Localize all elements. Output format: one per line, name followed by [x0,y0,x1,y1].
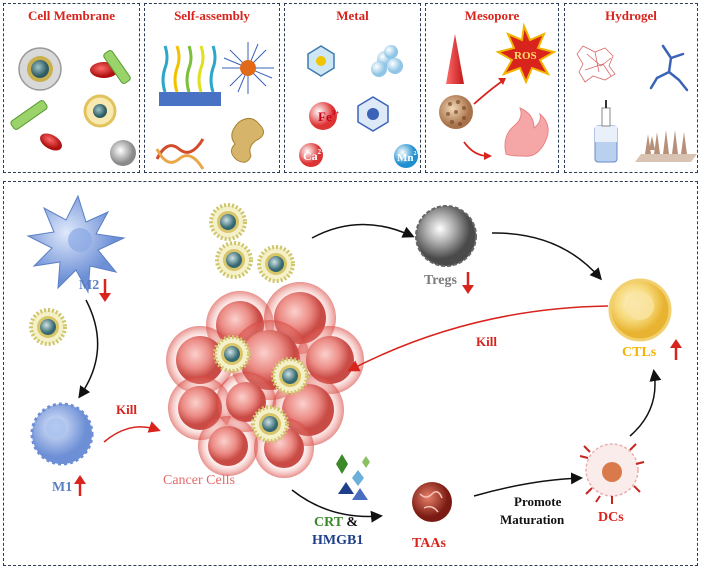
ros-label: ROS [514,50,537,62]
crt-text: CRT [314,515,343,530]
panel-cell-membrane: Cell Membrane [3,3,140,173]
m1-label: M1 [52,480,73,495]
kill-ctl-label: Kill [476,334,497,349]
cell-membrane-illustration [10,47,136,166]
m2-label: M2 [79,278,100,293]
panel-immune-mechanism [3,181,698,566]
panel-hydrogel: Hydrogel [564,3,698,173]
dcs-label: DCs [598,510,624,525]
kill-m1-label: Kill [116,402,137,417]
ca-ion-label: Ca2+ [303,148,325,163]
crt-label: CRT & [314,515,358,531]
panel-title: Mesopore [464,8,520,23]
mesopore-illustration: ROS [439,22,557,160]
cancer-cells-label: Cancer Cells [163,473,235,488]
needle-array-icon [635,130,697,162]
panel-self-assembly: Self-assembly [144,3,280,173]
panel-title: Metal [336,8,369,23]
self-assembly-illustration [155,42,274,170]
hydrogel-illustration [576,44,697,163]
fe-ion-label: Fe3+ [318,109,339,124]
taas-label: TAAs [412,536,446,551]
amp-text: & [346,515,358,530]
metal-illustration: Fe3+ Ca2+ Mn2+ [299,45,421,168]
panel-title: Self-assembly [174,8,250,23]
mn-ion-label: Mn2+ [397,151,421,164]
panel-metal: Metal Fe3+ Ca2+ Mn2+ [284,3,421,173]
tregs-label: Tregs [424,273,457,288]
cone-icon [446,34,464,84]
panel-title: Cell Membrane [27,8,115,23]
panel-title: Hydrogel [605,8,657,23]
panel-mesopore: Mesopore ROS [425,3,559,173]
promote-label: Promote [514,494,562,509]
hmgb1-label: HMGB1 [312,533,364,548]
ctls-label: CTLs [622,345,657,360]
maturation-label: Maturation [500,512,565,527]
